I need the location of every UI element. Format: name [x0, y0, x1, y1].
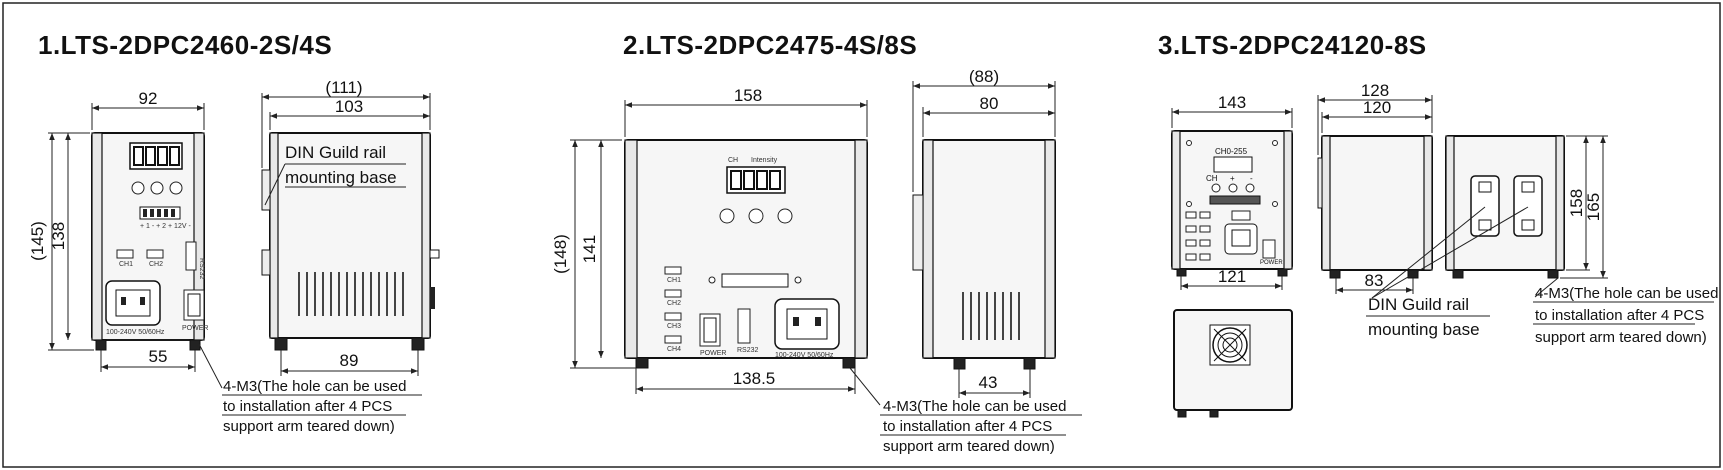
product-3-back-view [1445, 135, 1565, 279]
p1-foot-spacing: 55 [149, 347, 168, 366]
p2-foot-spacing: 138.5 [733, 369, 776, 388]
ch1-label: CH1 [119, 261, 133, 268]
p2-power: POWER [700, 350, 726, 357]
product-3-front-view: CH0-255 CH + - POWER [1171, 130, 1293, 277]
p1-side-foot-spacing: 89 [340, 351, 359, 370]
p2-side-depth: 80 [980, 94, 999, 113]
p3-front-width: 143 [1218, 93, 1246, 112]
p3-note-3: support arm teared down) [1535, 329, 1707, 346]
p1-din-label-2: mounting base [285, 168, 397, 187]
p1-note-1: 4-M3(The hole can be used [223, 378, 406, 395]
product-3: 3.LTS-2DPC24120-8S CH0-255 CH + - [1158, 30, 1718, 418]
product-3-rear-view [1173, 309, 1293, 418]
power-label: POWER [182, 325, 208, 332]
p3-plus: + [1230, 174, 1235, 183]
ch2-label: CH2 [149, 261, 163, 268]
p2-voltage: 100-240V 50/60Hz [775, 352, 834, 359]
product-3-side-view [1317, 135, 1433, 279]
product-1-front-view: + 1 - + 2 + 12V - CH1 CH2 RS232 100-240V… [91, 132, 208, 351]
p1-side-depth: 103 [335, 97, 363, 116]
p3-din-label-2: mounting base [1368, 320, 1480, 339]
p1-body-height: 138 [49, 222, 68, 250]
product-2: 2.LTS-2DPC2475-4S/8S CH Intensity CH1 [551, 30, 1082, 455]
intensity-label: Intensity [751, 157, 778, 164]
p1-side-overall: (111) [325, 78, 362, 97]
product-3-title: 3.LTS-2DPC24120-8S [1158, 30, 1427, 60]
terminal-label: + 1 - + 2 + 12V - [140, 223, 191, 230]
p1-overall-height: (145) [28, 221, 47, 261]
p1-note-2: to installation after 4 PCS [223, 398, 392, 415]
p3-power: POWER [1260, 260, 1283, 266]
p3-bottom-width: 121 [1218, 267, 1246, 286]
product-1-title: 1.LTS-2DPC2460-2S/4S [38, 30, 332, 60]
p1-note-3: support arm teared down) [223, 418, 395, 435]
p2-front-width: 158 [734, 86, 762, 105]
p3-side-foot-spacing: 83 [1365, 271, 1384, 290]
p3-overall-height: 165 [1584, 193, 1603, 221]
p2-body-height: 141 [580, 235, 599, 263]
p2-side-overall: (88) [969, 67, 999, 86]
p2-ch1: CH1 [667, 277, 681, 284]
p3-ch: CH [1206, 174, 1218, 183]
p2-ch3: CH3 [667, 323, 681, 330]
p2-rs: RS232 [737, 347, 759, 354]
p2-ch4: CH4 [667, 346, 681, 353]
p3-note-1: 4-M3(The hole can be used [1535, 285, 1718, 302]
p3-din-label-1: DIN Guild rail [1368, 295, 1469, 314]
p1-din-label-1: DIN Guild rail [285, 143, 386, 162]
rs232-label: RS232 [198, 258, 205, 280]
product-1-side-view [261, 132, 440, 351]
p3-range: CH0-255 [1215, 147, 1248, 156]
ch-label: CH [728, 157, 738, 164]
p3-side-depth: 120 [1363, 98, 1391, 117]
p3-minus: - [1250, 174, 1253, 183]
voltage-label: 100-240V 50/60Hz [106, 329, 165, 336]
p1-front-width: 92 [139, 89, 158, 108]
p2-side-foot-spacing: 43 [979, 373, 998, 392]
p2-overall-height: (148) [551, 234, 570, 274]
p2-note-1: 4-M3(The hole can be used [883, 398, 1066, 415]
product-2-title: 2.LTS-2DPC2475-4S/8S [623, 30, 917, 60]
product-2-front-view: CH Intensity CH1 CH2 CH3 CH4 [624, 139, 868, 369]
p2-note-3: support arm teared down) [883, 438, 1055, 455]
p2-note-2: to installation after 4 PCS [883, 418, 1052, 435]
p2-ch2: CH2 [667, 300, 681, 307]
p3-note-2: to installation after 4 PCS [1535, 307, 1704, 324]
p3-side-overall: 128 [1361, 81, 1389, 100]
p3-body-height: 158 [1567, 189, 1586, 217]
product-2-side-view [912, 139, 1056, 370]
product-1: 1.LTS-2DPC2460-2S/4S + 1 - + [28, 30, 440, 435]
